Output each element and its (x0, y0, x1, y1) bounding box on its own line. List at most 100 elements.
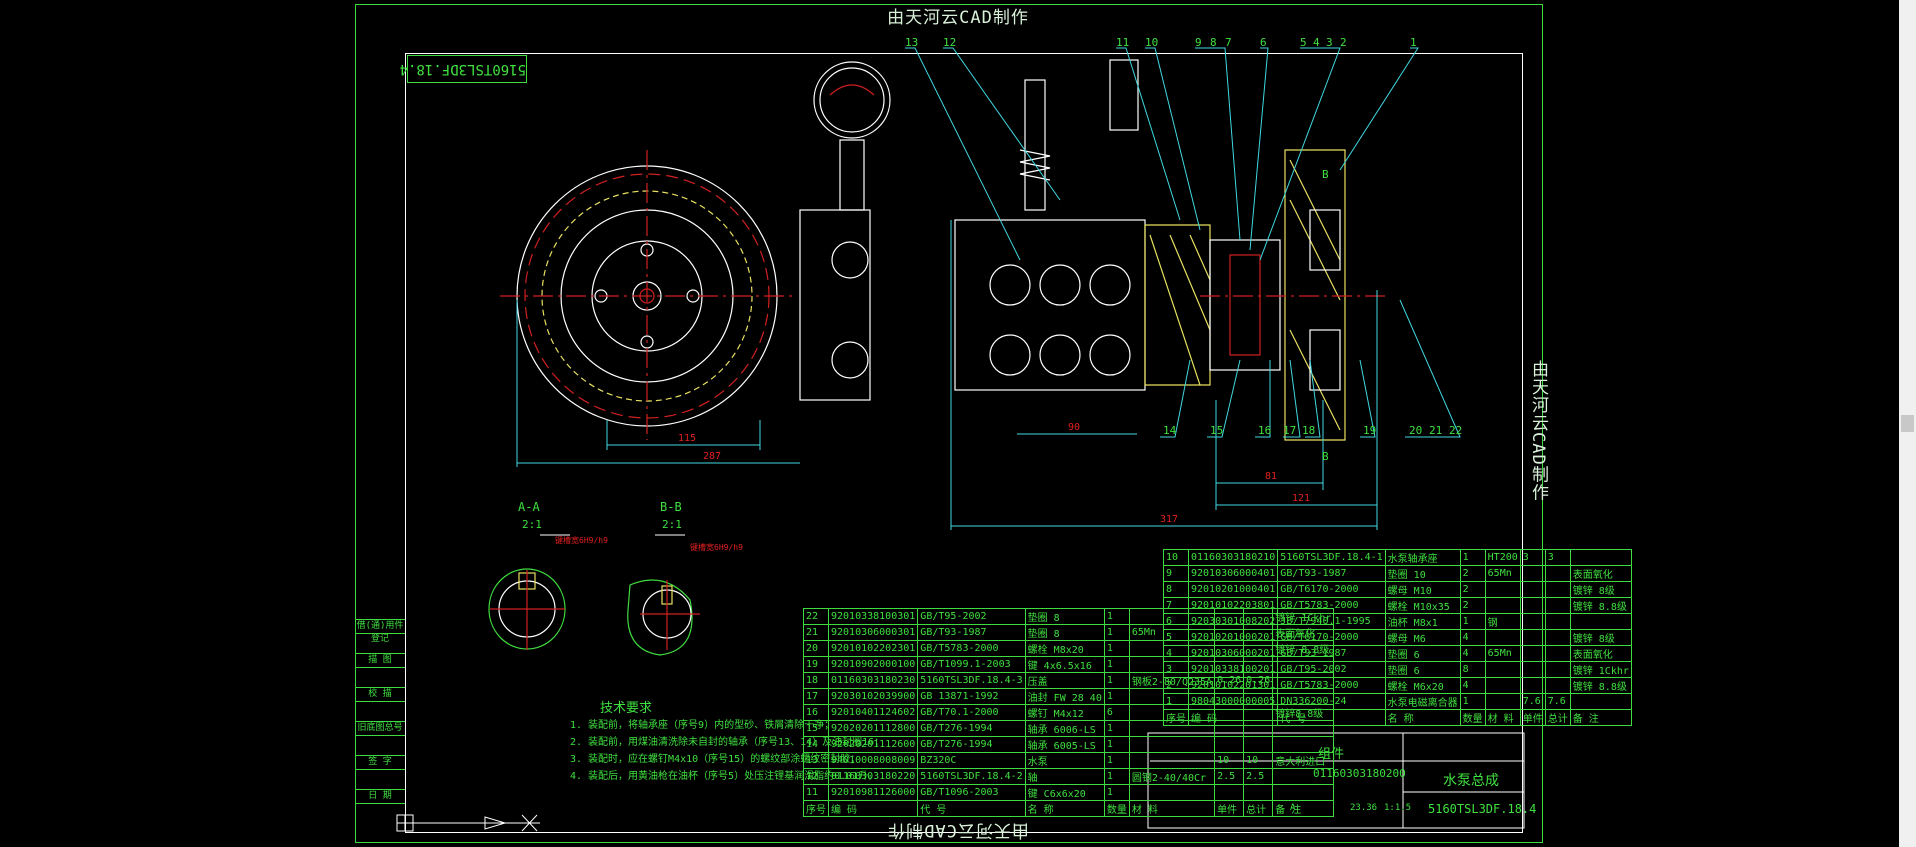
bom-cell: 92020201112600 (827, 736, 919, 753)
balloon-11: 11 (1116, 36, 1130, 49)
bom-cell: 镀锌 8.8级 (1569, 597, 1632, 614)
bom-cell: 螺栓 M10x35 (1384, 597, 1461, 614)
bom-header-cell: 备 注 (1569, 709, 1632, 726)
bom-header-row: 序号编 码代 号名 称数量材 料单件总计备 注 (803, 800, 1335, 817)
vertical-scrollbar[interactable] (1899, 0, 1916, 847)
section-mark-b-top: B (1322, 168, 1329, 181)
bom-cell: 16 (803, 704, 829, 721)
bom-cell: 92010981126000 (827, 784, 919, 801)
tech-title: 技术要求 (600, 701, 653, 716)
balloon-7: 7 (1225, 36, 1232, 49)
bom-cell: 92010306000201 (1187, 645, 1279, 662)
scrollbar-thumb[interactable] (1901, 415, 1914, 432)
bom-cell: 1 (1103, 624, 1130, 641)
bom-cell: 螺栓 M6x20 (1384, 677, 1461, 694)
bom-cell: 4 (1459, 645, 1486, 662)
bom-cell (1128, 736, 1216, 753)
balloon-5: 5 (1300, 36, 1307, 49)
bom-header-cell: 总计 (1243, 800, 1274, 817)
bom-cell: 5160TSL3DF.18.4-2 (917, 768, 1026, 785)
bom-header-cell: 数量 (1103, 800, 1130, 817)
section-mark-b-bottom: B (1322, 450, 1329, 463)
balloon-6: 6 (1260, 36, 1267, 49)
bom-header-cell: 名 称 (1384, 709, 1461, 726)
bom-cell: HT200 (1484, 549, 1521, 566)
bom-cell: 1 (1459, 693, 1486, 710)
bom-cell: GB/T1099.1-2003 (917, 656, 1026, 673)
balloon-4: 4 (1313, 36, 1320, 49)
bom-cell: 1 (1103, 752, 1130, 769)
tech-item: 1. 装配前，将轴承座（序号9）内的型砂、铁屑清除干净； (570, 720, 835, 731)
balloon-1: 1 (1410, 36, 1417, 49)
bom-header-cell: 序号 (1163, 709, 1189, 726)
title-version: A (1290, 803, 1296, 813)
bom-cell (1544, 629, 1571, 646)
balloon-12: 12 (943, 36, 957, 49)
section-bb (627, 579, 700, 656)
section-bb-fit: 键槽宽6H9/h9 (690, 543, 743, 552)
dim-121: 121 (1292, 493, 1311, 504)
bom-cell (1272, 784, 1335, 801)
bom-cell (1519, 645, 1546, 662)
bom-cell (1569, 613, 1632, 630)
section-aa-scale: 2:1 (522, 518, 542, 531)
bom-cell: 键 C6x6x20 (1024, 784, 1105, 801)
bom-cell: 1 (1103, 640, 1130, 657)
ucs-icon (396, 814, 540, 832)
balloon-18: 18 (1302, 424, 1316, 437)
title-drawing-number: 5160TSL3DF.18.4 (1428, 802, 1537, 816)
bom-cell: 垫圈 8 (1024, 608, 1105, 625)
bom-cell: 镀锌 8.8级 (1569, 677, 1632, 694)
bom-cell: 螺栓 M8x20 (1024, 640, 1105, 657)
balloon-21: 21 (1429, 424, 1443, 437)
balloon-9: 9 (1195, 36, 1202, 49)
bom-cell: 10 (1243, 752, 1274, 769)
bom-cell: 10 (1214, 752, 1245, 769)
bom-cell: 14 (803, 736, 829, 753)
bom-cell: JB/T7940.1-1995 (1277, 613, 1386, 630)
bom-cell: 4 (1163, 645, 1189, 662)
bom-cell: 9 (1163, 565, 1189, 582)
bom-cell: 表面氧化 (1569, 565, 1632, 582)
bom-cell: GB/T70.1-2000 (917, 704, 1026, 721)
balloon-15: 15 (1210, 424, 1224, 437)
bom-cell: 5160TSL3DF.18.4-3 (917, 672, 1026, 689)
bom-cell: GB/T93-1987 (917, 624, 1026, 641)
dim-115: 115 (678, 433, 697, 444)
section-aa (488, 568, 566, 650)
bom-cell: 2 (1459, 581, 1486, 598)
bom-cell: 8 (1459, 661, 1486, 678)
bom-cell: 5160TSL3DF.18.4-1 (1277, 549, 1386, 566)
bom-cell: 压盖 (1024, 672, 1105, 689)
bom-cell: 垫圈 6 (1384, 645, 1461, 662)
bom-cell: 6 (1163, 613, 1189, 630)
bom-cell: GB/T6170-2000 (1277, 629, 1386, 646)
bom-cell: 13 (803, 752, 829, 769)
bom-cell: 镀锌 8级 (1569, 581, 1632, 598)
bom-cell: 7.6 (1544, 693, 1571, 710)
bom-cell: 镀锌 1Ckhr (1569, 661, 1632, 678)
bom-cell: 3 (1519, 549, 1546, 566)
balloon-20: 20 (1409, 424, 1423, 437)
bom-cell: GB/T95-2002 (1277, 661, 1386, 678)
bom-cell: 2 (1459, 565, 1486, 582)
bom-header-cell: 序号 (803, 800, 829, 817)
bom-cell: 2 (1459, 597, 1486, 614)
bom-cell (1484, 661, 1521, 678)
bom-cell: 1 (1103, 688, 1130, 705)
balloon-10: 10 (1145, 36, 1159, 49)
strip-cell: 借(通)用件登记 (355, 619, 405, 644)
bom-cell: 垫圈 10 (1384, 565, 1461, 582)
bom-cell: 油杯 M8x1 (1384, 613, 1461, 630)
bom-cell: 螺母 M10 (1384, 581, 1461, 598)
title-code: 01160303180200 (1313, 767, 1406, 780)
strip-cell: 描 图 (355, 653, 405, 668)
